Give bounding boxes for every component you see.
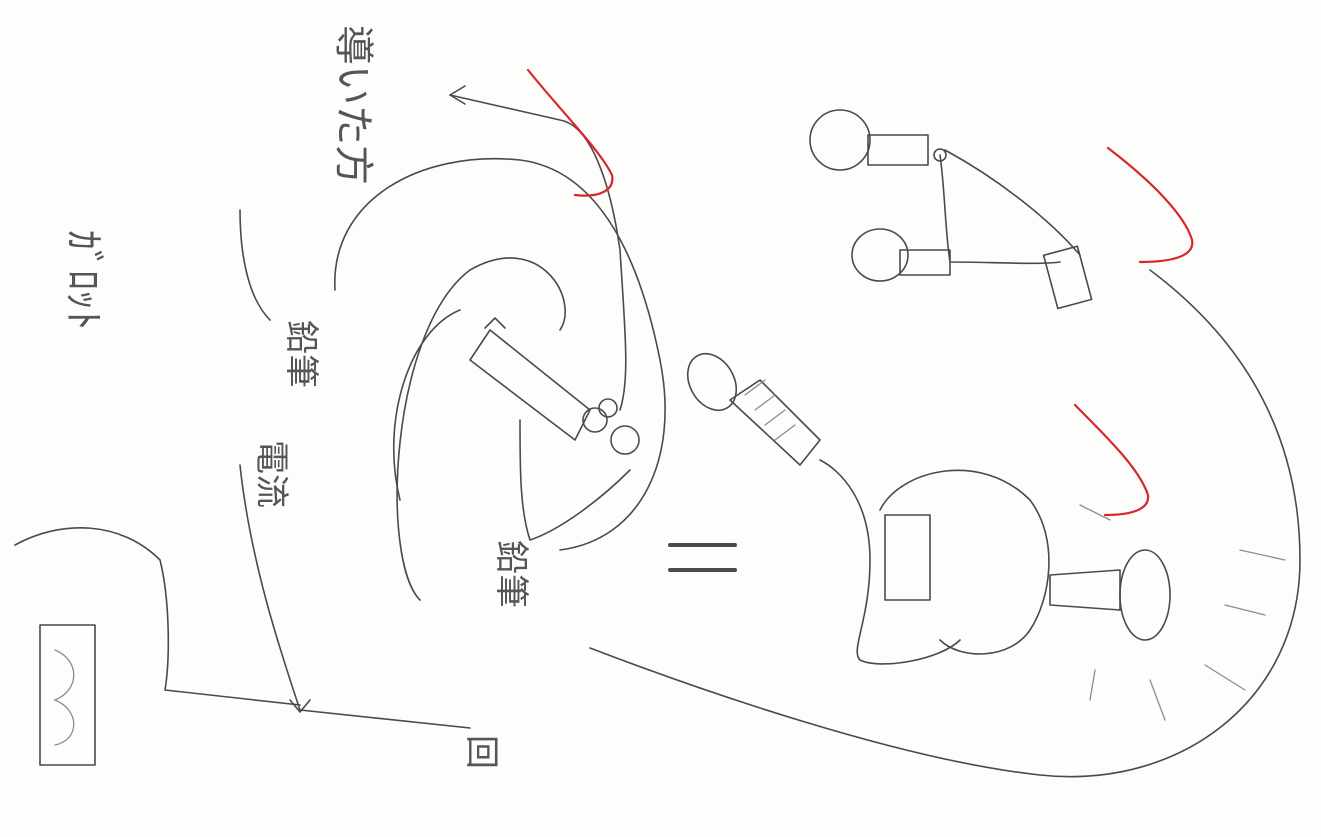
left-bulb-joint-b — [610, 425, 640, 455]
resistor-note-label: 導いた方 — [330, 25, 376, 185]
right-bottom-bulb-head — [1119, 549, 1171, 641]
middle-label: 電流 — [251, 440, 291, 508]
middle-bulb-head — [686, 352, 738, 412]
left-battery-scribble — [53, 649, 75, 746]
left-bulb-body — [469, 329, 591, 441]
left-bulb-joint-c — [598, 398, 618, 418]
middle-bulb-body — [729, 379, 821, 466]
left-bulb-cap — [484, 317, 506, 329]
ray-lines — [1079, 504, 1286, 721]
right-shunt-label: 鉛筆 — [491, 540, 531, 608]
check-mark-2 — [1106, 146, 1194, 264]
upper-bulb-1-body — [867, 134, 929, 166]
spiral-inner — [396, 257, 566, 601]
sidebox-label: 回 — [461, 735, 501, 769]
arrow-line-left — [239, 209, 271, 321]
right-bottom-bulb-base — [1049, 569, 1121, 611]
upper-bulb-2-head — [851, 228, 909, 282]
left-battery-box — [39, 624, 96, 766]
ring-left — [819, 459, 961, 665]
arrow-line-bottom-left — [239, 464, 471, 729]
arrow-head-top — [449, 85, 466, 105]
header-label: ｶﾞﾛｯﾄ — [60, 230, 106, 330]
spiral-outer — [334, 158, 666, 551]
upper-switch-box — [1042, 245, 1093, 310]
upper-bulb-1-head — [809, 109, 871, 171]
left-battery-outline — [14, 527, 301, 706]
upper-bulb-wires — [939, 154, 1061, 265]
middle-bulb-threads — [744, 379, 796, 441]
check-mark-1 — [526, 68, 614, 197]
arrow-line-top — [449, 94, 627, 411]
outer-boundary — [589, 269, 1301, 778]
left-shunt-label: 鉛筆 — [281, 320, 321, 388]
arrow-line-mid — [519, 419, 631, 541]
center-resistor — [884, 514, 931, 601]
left-bulb-joint-a — [582, 407, 608, 433]
ring-right — [879, 469, 1050, 655]
upper-bulb-wire-2 — [944, 149, 1081, 256]
spiral-mid — [393, 309, 461, 501]
check-mark-3 — [1073, 403, 1150, 517]
